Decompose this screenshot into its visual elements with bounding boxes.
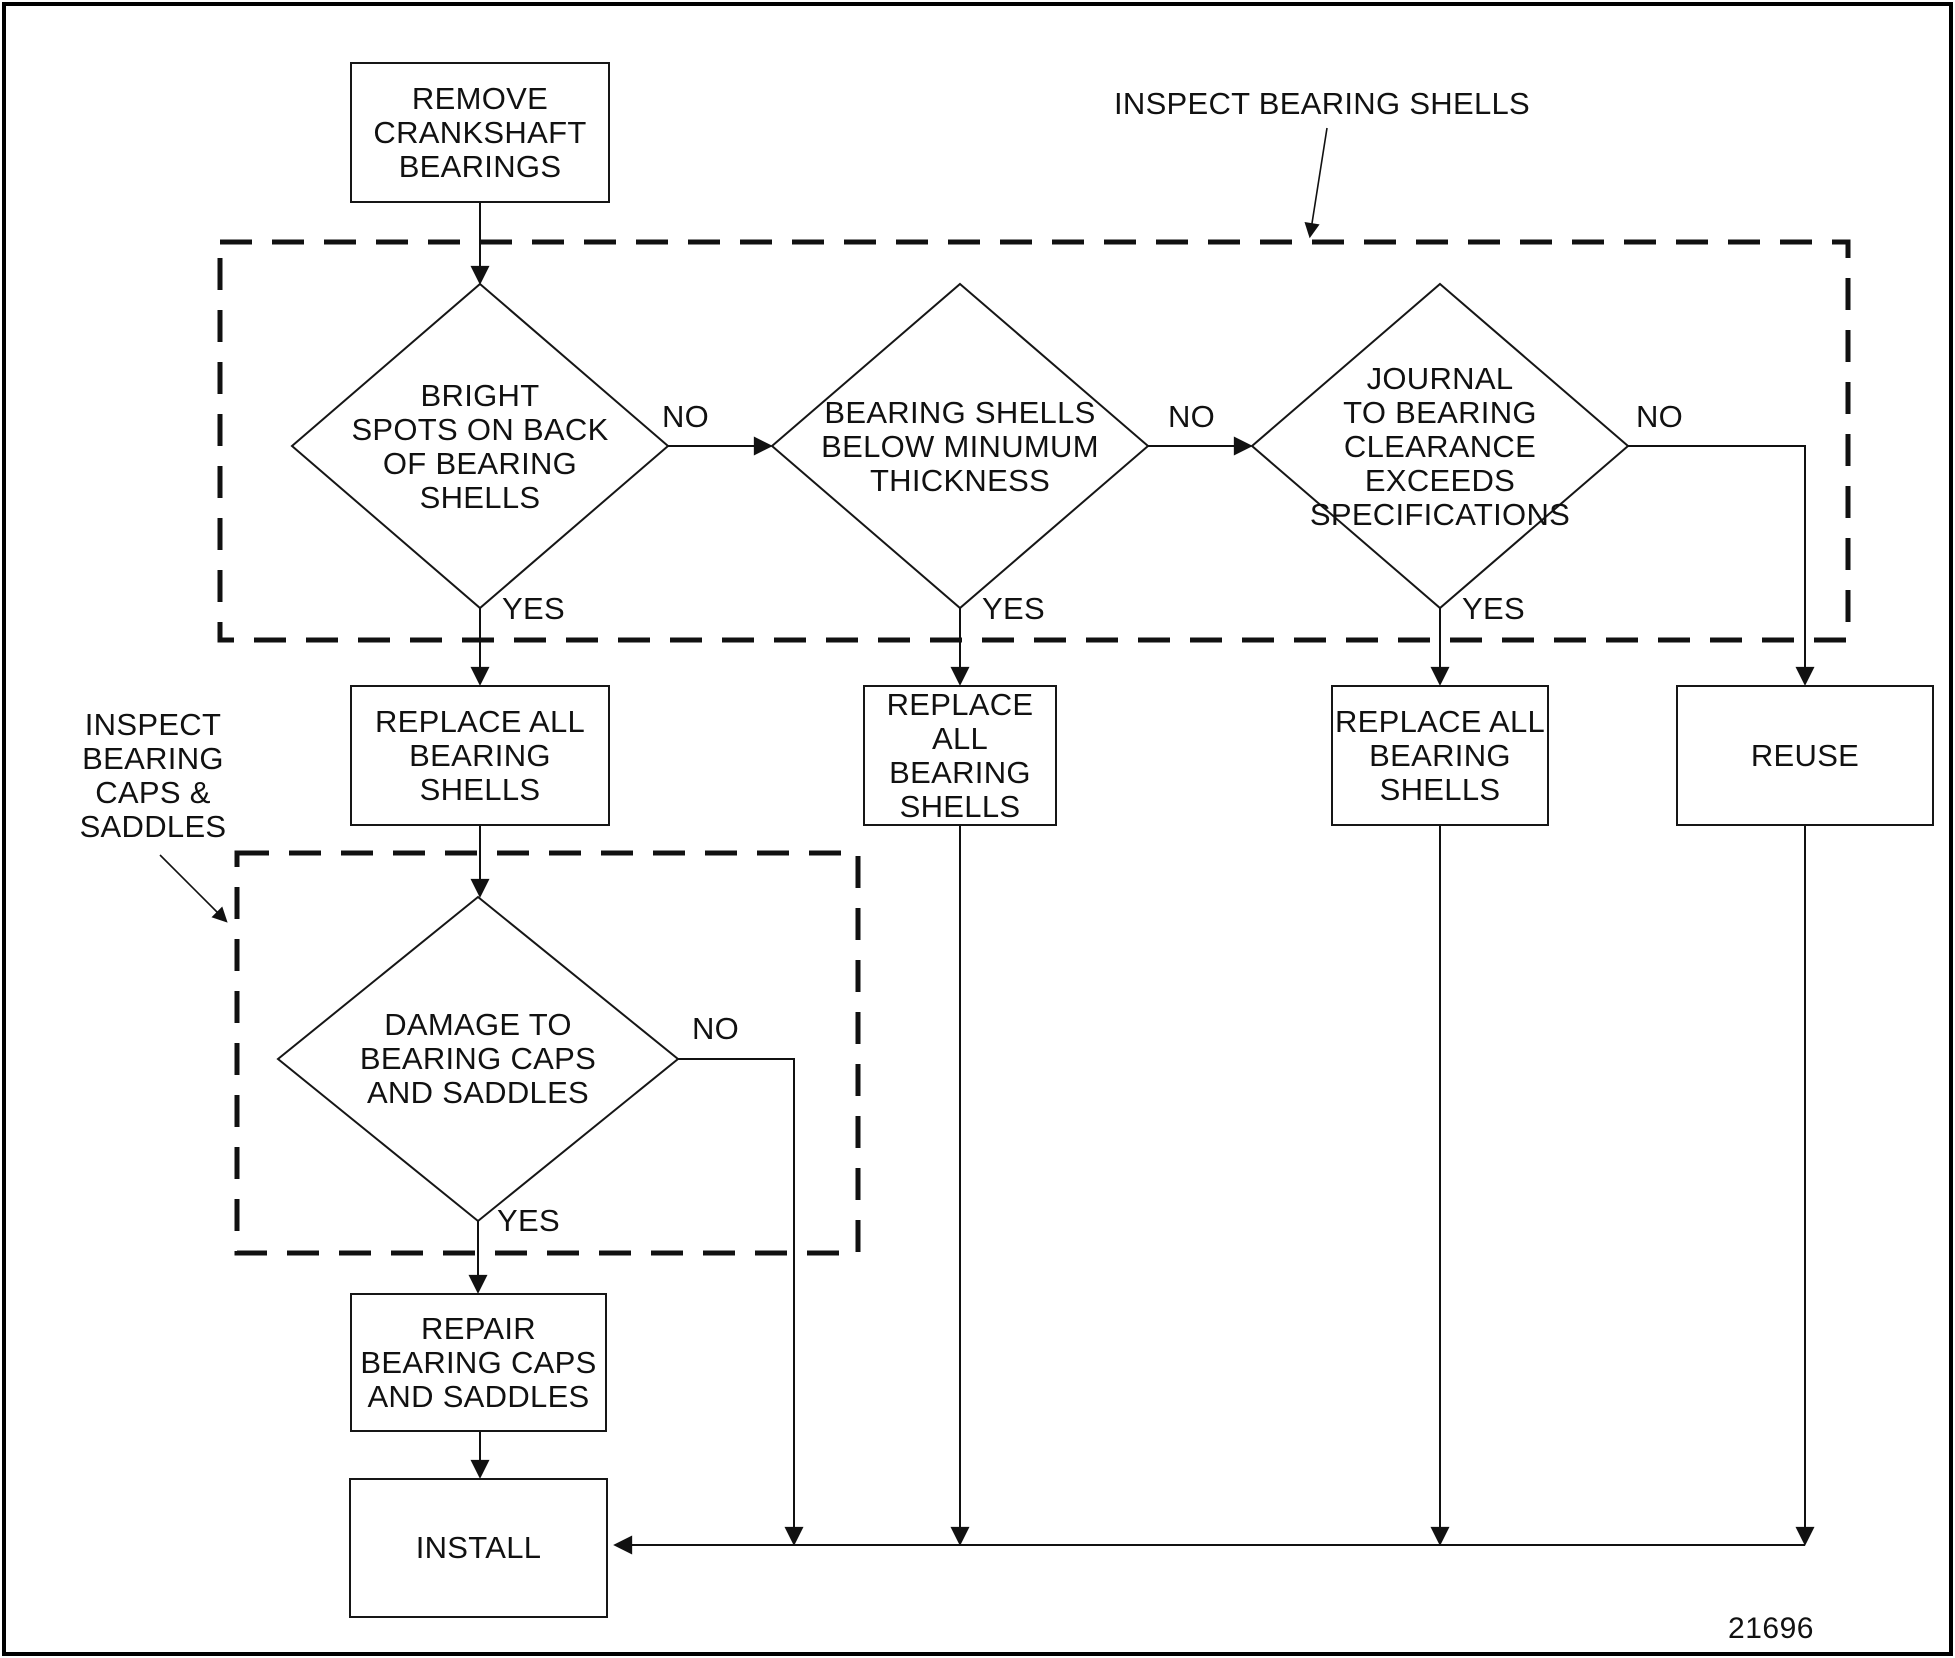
node-replace-all-bearing-shells-3: REPLACE ALL BEARING SHELLS [1331, 685, 1549, 826]
node-repair-bearing-caps-saddles: REPAIR BEARING CAPS AND SADDLES [350, 1293, 607, 1432]
callout-arrow-inspect-caps [159, 854, 228, 923]
edge-label-yes-bright-spots: YES [502, 591, 565, 626]
edge-no-clearance-to-reuse [1628, 445, 1815, 686]
node-remove-crankshaft-bearings: REMOVE CRANKSHAFT BEARINGS [350, 62, 610, 203]
callout-arrow-inspect-shells [1304, 127, 1328, 239]
edge-label-no-below-thickness: NO [1168, 399, 1216, 434]
decision-bright-spots-label: BRIGHT SPOTS ON BACK OF BEARING SHELLS [351, 378, 609, 515]
region-inspect-bearing-shells [217, 239, 1851, 643]
decision-damage-label: DAMAGE TO BEARING CAPS AND SADDLES [359, 1007, 597, 1110]
edge-label-no-clearance: NO [1636, 399, 1684, 434]
node-install: INSTALL [349, 1478, 608, 1618]
edge-label-no-damage: NO [692, 1011, 740, 1046]
node-replace-all-bearing-shells-2: REPLACE ALL BEARING SHELLS [863, 685, 1057, 826]
edge-label-no-bright-spots: NO [662, 399, 710, 434]
decision-clearance-label: JOURNAL TO BEARING CLEARANCE EXCEEDS SPE… [1309, 361, 1571, 532]
edge-no-damage-to-install [678, 1058, 804, 1546]
region-label-inspect-bearing-shells: INSPECT BEARING SHELLS [1113, 86, 1531, 121]
node-reuse: REUSE [1676, 685, 1934, 826]
region-label-inspect-bearing-caps-saddles: INSPECT BEARING CAPS & SADDLES [79, 707, 227, 844]
edge-label-yes-below-thickness: YES [982, 591, 1045, 626]
edge-label-yes-clearance: YES [1462, 591, 1525, 626]
node-replace-all-bearing-shells-1: REPLACE ALL BEARING SHELLS [350, 685, 610, 826]
figure-number: 21696 [1728, 1612, 1814, 1645]
region-inspect-bearing-caps-saddles [234, 850, 861, 1256]
edge-label-yes-damage: YES [497, 1203, 560, 1238]
decision-below-thickness-label: BEARING SHELLS BELOW MINUMUM THICKNESS [821, 395, 1099, 498]
